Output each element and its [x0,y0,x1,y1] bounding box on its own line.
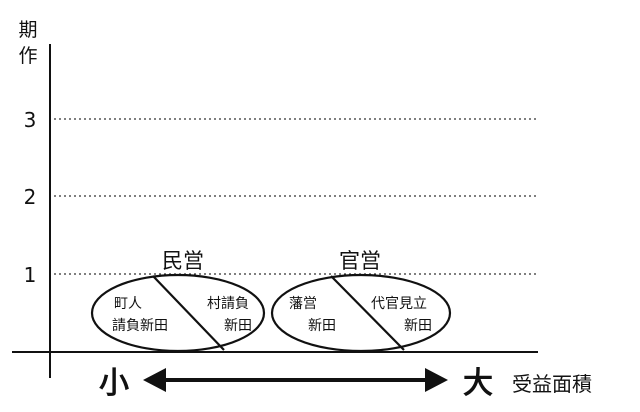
private-left-line-1: 町人 [114,296,142,312]
private-right-line-2: 新田 [224,318,252,334]
group-heading-official: 官営 [339,249,381,273]
scale-large-label: 大 [463,366,493,401]
y-axis-label-char-2: 作 [18,45,37,67]
group-ellipse-official [270,273,452,353]
private-left-line-2: 請負新田 [112,318,168,334]
official-left-line-2: 新田 [308,318,336,334]
official-right-line-1: 代官見立 [371,296,427,312]
scale-small-label: 小 [99,366,129,401]
arrow-right-head-icon [425,368,448,392]
official-right-line-2: 新田 [404,318,432,334]
group-divider-private [152,275,225,351]
x-axis-label: 受益面積 [512,372,592,396]
official-left-line-1: 藩営 [289,296,317,312]
y-axis-label-char-1: 期 [18,19,37,41]
group-heading-private: 民営 [162,249,204,273]
group-ellipse-private [90,273,266,353]
group-divider-official [330,275,405,351]
y-tick-label-3: 3 [24,108,37,132]
private-right-line-1: 村請負 [207,296,249,312]
y-tick-label-2: 2 [24,185,37,209]
arrow-left-head-icon [143,368,166,392]
y-tick-label-1: 1 [24,263,37,287]
